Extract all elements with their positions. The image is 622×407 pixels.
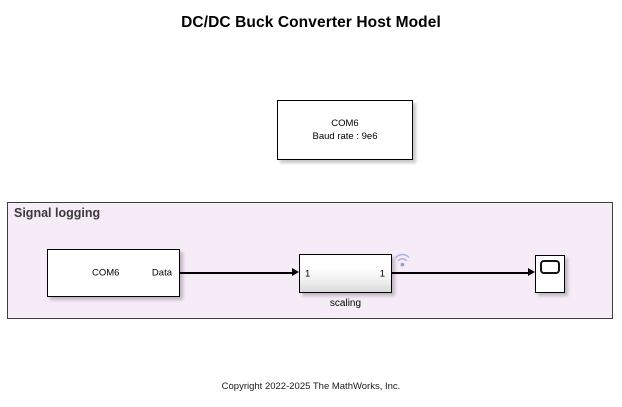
scope-icon [540, 260, 560, 274]
serial-receive-port-name: COM6 [92, 267, 120, 279]
scaling-subsystem-block[interactable]: 1 1 [299, 254, 392, 293]
serial-configuration-text: COM6 Baud rate : 9e6 [278, 117, 412, 143]
serial-receive-block[interactable]: COM6 Data [47, 249, 180, 297]
wireless-signal-icon [394, 253, 411, 269]
signal-logging-area-label: Signal logging [14, 206, 101, 220]
serial-configuration-port: COM6 [331, 118, 359, 129]
serial-receive-data-outport-label: Data [151, 267, 172, 279]
scaling-inport-label: 1 [305, 268, 311, 279]
signal-line-receive-to-scaling [180, 272, 292, 274]
serial-configuration-block[interactable]: COM6 Baud rate : 9e6 [277, 100, 413, 160]
scaling-block-caption: scaling [329, 298, 362, 309]
scope-block[interactable] [535, 255, 565, 293]
signal-arrow-scaling-input [292, 268, 299, 276]
scaling-outport-label: 1 [379, 268, 385, 279]
serial-configuration-baud-rate: Baud rate : 9e6 [312, 131, 378, 142]
page-title: DC/DC Buck Converter Host Model [181, 14, 441, 31]
signal-arrow-scope-input [528, 268, 535, 276]
signal-line-scaling-to-scope [392, 272, 528, 274]
copyright-text: Copyright 2022-2025 The MathWorks, Inc. [221, 381, 401, 392]
